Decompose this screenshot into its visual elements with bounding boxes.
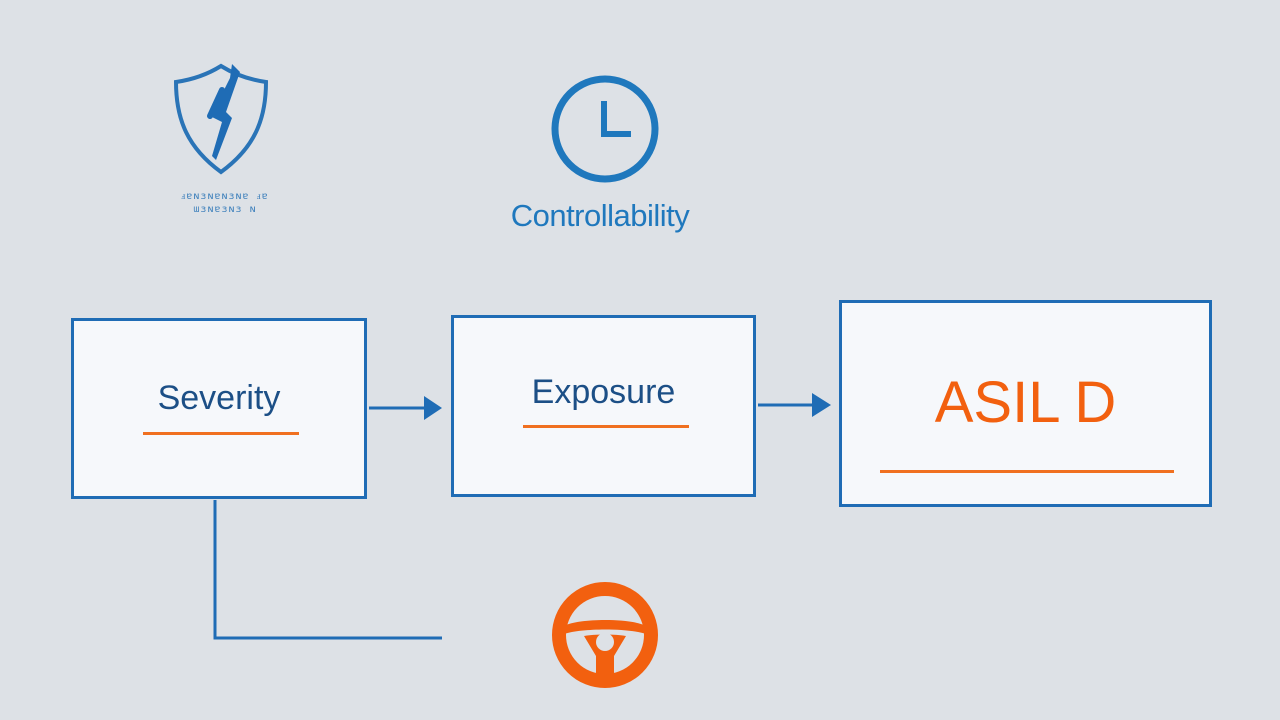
arrowhead-severity-to-exposure [424,396,442,420]
garbled-caption: ⅎɐɴɜɴɐɴɜɴɐ ⅎɐ ɯɜɴɐɜɴɜ ɴ [181,191,269,215]
steering-wheel-icon [552,582,658,688]
asil-underline [880,470,1174,473]
severity-underline [143,432,299,435]
severity-box: Severity [71,318,367,499]
exposure-underline [523,425,689,428]
severity-bottom-connector [213,500,442,640]
exposure-label: Exposure [531,373,676,411]
asil-label: ASIL D [934,370,1117,435]
severity-label: Severity [157,379,281,417]
controllability-label: Controllability [510,198,690,233]
asil-box: ASIL D [839,300,1212,507]
arrowhead-exposure-to-asil [812,393,831,417]
exposure-box: Exposure [451,315,756,497]
shield-icon [173,63,269,175]
clock-icon [551,75,659,183]
